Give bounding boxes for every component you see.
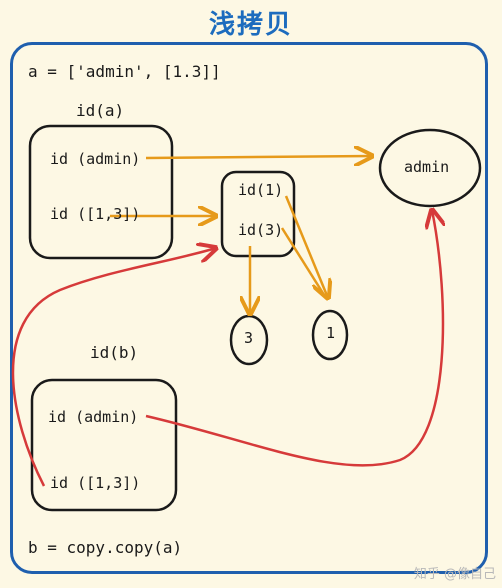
b-item-list: id ([1,3]) (50, 474, 141, 492)
list-item-3: id(3) (238, 221, 284, 239)
node-3-label: 3 (244, 329, 254, 347)
node-3-ellipse (229, 314, 269, 366)
outer-frame (10, 42, 488, 574)
watermark: 知乎 @像自己 (413, 567, 496, 582)
node-1-label: 1 (326, 324, 336, 342)
arrow-b-admin (145, 210, 443, 467)
node-admin-label: admin (404, 158, 450, 176)
diagram-title: 浅拷贝 (208, 10, 293, 40)
arrow-b-list (11, 248, 216, 487)
label-id-a: id(a) (76, 101, 125, 120)
b-item-admin: id (admin) (48, 408, 139, 426)
label-id-b: id(b) (90, 343, 139, 362)
node-admin-ellipse (378, 128, 482, 208)
list-item-1: id(1) (238, 181, 284, 199)
box-a (28, 124, 174, 260)
box-b (30, 378, 178, 512)
arrow-a-admin (145, 156, 372, 158)
arrow-list-1b (280, 227, 328, 299)
a-item-list: id ([1,3]) (50, 205, 141, 223)
node-1-ellipse (311, 309, 349, 361)
arrow-list-1a (284, 195, 328, 298)
code-line-b: b = copy.copy(a) (28, 538, 183, 557)
a-item-admin: id (admin) (50, 150, 141, 168)
code-line-a: a = ['admin', [1.3]] (28, 62, 221, 81)
